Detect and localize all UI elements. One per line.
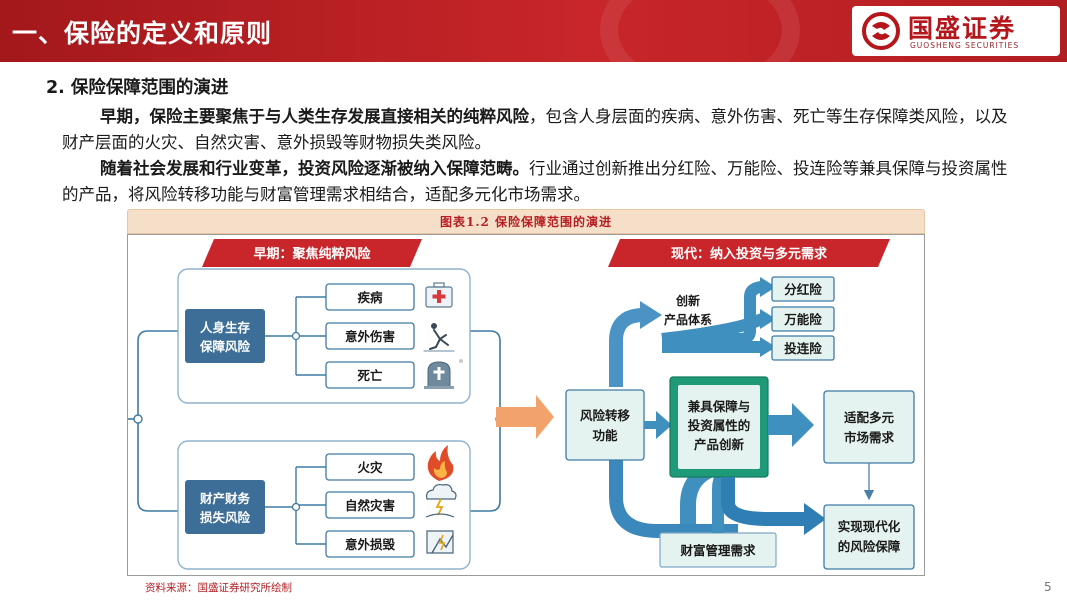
life-risk-label-line1: 人身生存 (200, 320, 251, 335)
page-number: 5 (1044, 580, 1052, 594)
flow-to-modern (721, 477, 808, 526)
medical-kit-icon (425, 282, 453, 308)
early-stage-banner-text: 早期：聚焦纯粹风险 (253, 246, 371, 262)
transition-arrow (496, 395, 554, 439)
innovation-center-line1: 兼具保障与 (688, 399, 751, 414)
property-item-2: 意外损毁 (345, 537, 396, 552)
paragraph-modern-text: 行业通过创新推出分红险、万能险、投连险等兼具保障与投资属性的产品，将风险转移功能… (62, 159, 1008, 204)
property-item-box-2 (325, 530, 415, 558)
paragraph-early-text: ，包含人身层面的疾病、意外伤害、死亡等生存保障类风险，以及财产层面的火灾、自然灾… (62, 107, 1008, 152)
modern-protection-box (823, 504, 915, 570)
life-risk-box (185, 309, 265, 363)
paragraph-modern-bold: 随着社会发展和行业变革，投资风险逐渐被纳入保障范畴。 (100, 159, 529, 178)
arrowhead-dividend (760, 277, 776, 297)
property-risk-label-line2: 损失风险 (200, 510, 251, 525)
figure-frame: 早期：聚焦纯粹风险 人身生存 保障风险 疾病 意外伤害 死亡 (127, 234, 925, 576)
innovation-center-line2: 投资属性的 (688, 418, 751, 433)
tombstone-icon (424, 361, 454, 389)
modern-protection-line1: 实现现代化 (838, 519, 901, 534)
early-stage-banner (202, 239, 422, 267)
property-risk-label-line1: 财产财务 (199, 491, 251, 506)
product-box-0 (771, 276, 835, 302)
brand-subtitle: GUOSHENG SECURITIES (910, 41, 1020, 50)
property-item-box-1 (325, 491, 415, 519)
life-item-box-0 (325, 283, 415, 311)
product-innovation-inner (678, 385, 760, 469)
arrow-center-to-market (768, 403, 814, 447)
wealth-need-label: 财富管理需求 (679, 543, 756, 558)
property-item-1: 自然灾害 (345, 498, 395, 513)
arrow-transfer-to-center (644, 411, 672, 439)
property-risk-box (185, 480, 265, 534)
brand-name: 国盛证券 (908, 14, 1017, 43)
risk-transfer-flows (609, 301, 738, 538)
decor-dot (459, 359, 463, 363)
innovation-label-line1: 创新 (675, 293, 700, 308)
arrowhead-universal (760, 309, 776, 329)
life-item-box-1 (325, 322, 415, 350)
market-need-box (823, 390, 915, 464)
guosheng-logo-icon (862, 12, 900, 50)
paragraph-early-bold: 早期，保险主要聚焦于与人类生存发展直接相关的纯粹风险 (100, 107, 529, 126)
life-item-0: 疾病 (357, 290, 383, 305)
arrowhead-linked (760, 337, 776, 357)
risk-transfer-line2: 功能 (592, 428, 618, 443)
property-item-0: 火灾 (357, 460, 383, 475)
modern-stage-banner-text: 现代：纳入投资与多元需求 (671, 246, 828, 262)
product-2: 投连险 (784, 341, 822, 356)
subheading: 2. 保险保障范围的演进 (46, 78, 229, 98)
damage-icon (426, 530, 454, 554)
product-1: 万能险 (783, 312, 822, 327)
header-bar: 一、保险的定义和原则 国盛证券 GUOSHENG SECURITIES (0, 0, 1067, 62)
header-decoration (600, 0, 800, 62)
paragraph-early: 早期，保险主要聚焦于与人类生存发展直接相关的纯粹风险，包含人身层面的疾病、意外伤… (62, 104, 1012, 156)
innovation-center-line3: 产品创新 (694, 437, 745, 452)
figure-caption: 图表1.2 保险保障范围的演进 (127, 209, 925, 234)
left-connector-dot (133, 414, 143, 424)
modern-protection-line2: 的风险保障 (838, 539, 901, 554)
section-title: 一、保险的定义和原则 (12, 19, 273, 48)
brand-logo: 国盛证券 GUOSHENG SECURITIES (852, 6, 1060, 56)
falling-person-icon (423, 323, 455, 352)
paragraph-modern: 随着社会发展和行业变革，投资风险逐渐被纳入保障范畴。行业通过创新推出分红险、万能… (62, 156, 1012, 208)
flow-to-modern-head (804, 503, 826, 535)
property-item-box-0 (325, 453, 415, 481)
life-item-1: 意外伤害 (345, 329, 395, 344)
modern-stage-banner (608, 239, 890, 267)
evolution-diagram: 早期：聚焦纯粹风险 人身生存 保障风险 疾病 意外伤害 死亡 (128, 239, 915, 570)
storm-icon (425, 483, 457, 518)
product-box-1 (771, 306, 835, 332)
fire-icon (427, 445, 454, 481)
risk-transfer-box (565, 389, 645, 461)
market-need-line2: 市场需求 (844, 430, 895, 445)
property-tree-node (291, 502, 301, 512)
life-item-box-2 (325, 361, 415, 389)
risk-transfer-line1: 风险转移 (580, 408, 631, 423)
innovation-label-line2: 产品体系 (664, 312, 712, 327)
source-note: 资料来源：国盛证券研究所绘制 (145, 582, 292, 594)
product-box-2 (771, 335, 835, 361)
life-risk-label-line2: 保障风险 (199, 339, 251, 354)
life-item-2: 死亡 (356, 368, 383, 383)
product-0: 分红险 (784, 282, 822, 297)
life-tree-node (291, 331, 301, 341)
market-need-line1: 适配多元 (844, 410, 895, 425)
